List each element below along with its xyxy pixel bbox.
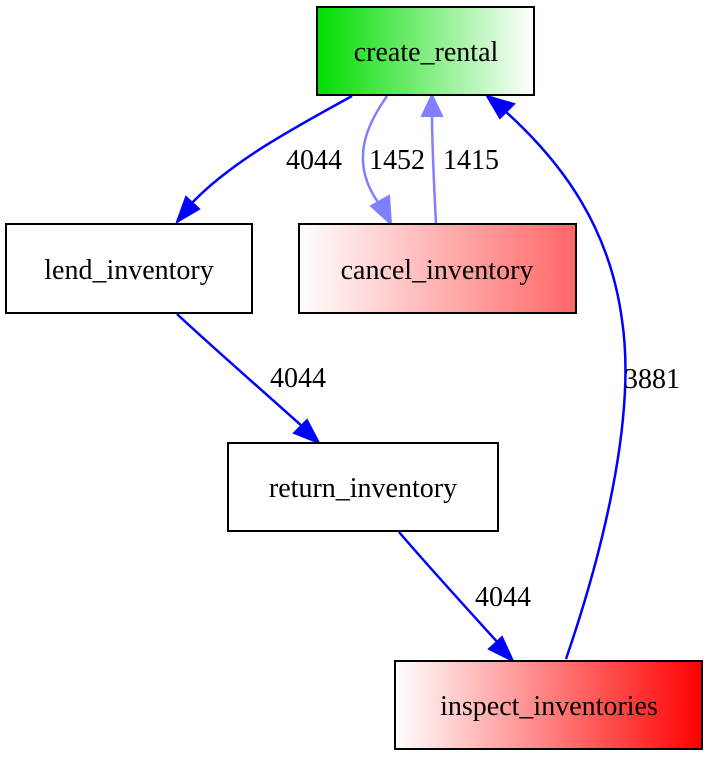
- edge-lend-to-return: [176, 313, 322, 445]
- edge-label-lend-to-return: 4044: [270, 363, 326, 394]
- edge-create-to-cancel: [361, 95, 393, 227]
- node-lend-inventory-label: lend_inventory: [44, 255, 214, 286]
- node-create-rental[interactable]: create_rental: [316, 6, 535, 96]
- node-inspect-inventories-label: inspect_inventories: [440, 691, 658, 722]
- node-return-inventory-label: return_inventory: [269, 473, 457, 504]
- edge-create-to-lend: [175, 94, 353, 225]
- edge-label-cancel-to-create: 1415: [443, 145, 499, 176]
- edge-label-create-to-cancel: 1452: [369, 145, 425, 176]
- node-cancel-inventory[interactable]: cancel_inventory: [298, 223, 577, 314]
- edge-inspect-to-create: [484, 94, 627, 660]
- edge-label-return-to-inspect: 4044: [475, 582, 531, 613]
- node-lend-inventory[interactable]: lend_inventory: [5, 223, 253, 314]
- edge-label-create-to-lend: 4044: [286, 145, 342, 176]
- edge-return-to-inspect: [398, 531, 516, 664]
- node-inspect-inventories[interactable]: inspect_inventories: [394, 660, 703, 750]
- node-return-inventory[interactable]: return_inventory: [227, 442, 499, 532]
- node-cancel-inventory-label: cancel_inventory: [341, 255, 534, 286]
- node-create-rental-label: create_rental: [354, 37, 499, 68]
- edge-cancel-to-create: [420, 92, 444, 225]
- edge-label-inspect-to-create: 3881: [624, 364, 680, 395]
